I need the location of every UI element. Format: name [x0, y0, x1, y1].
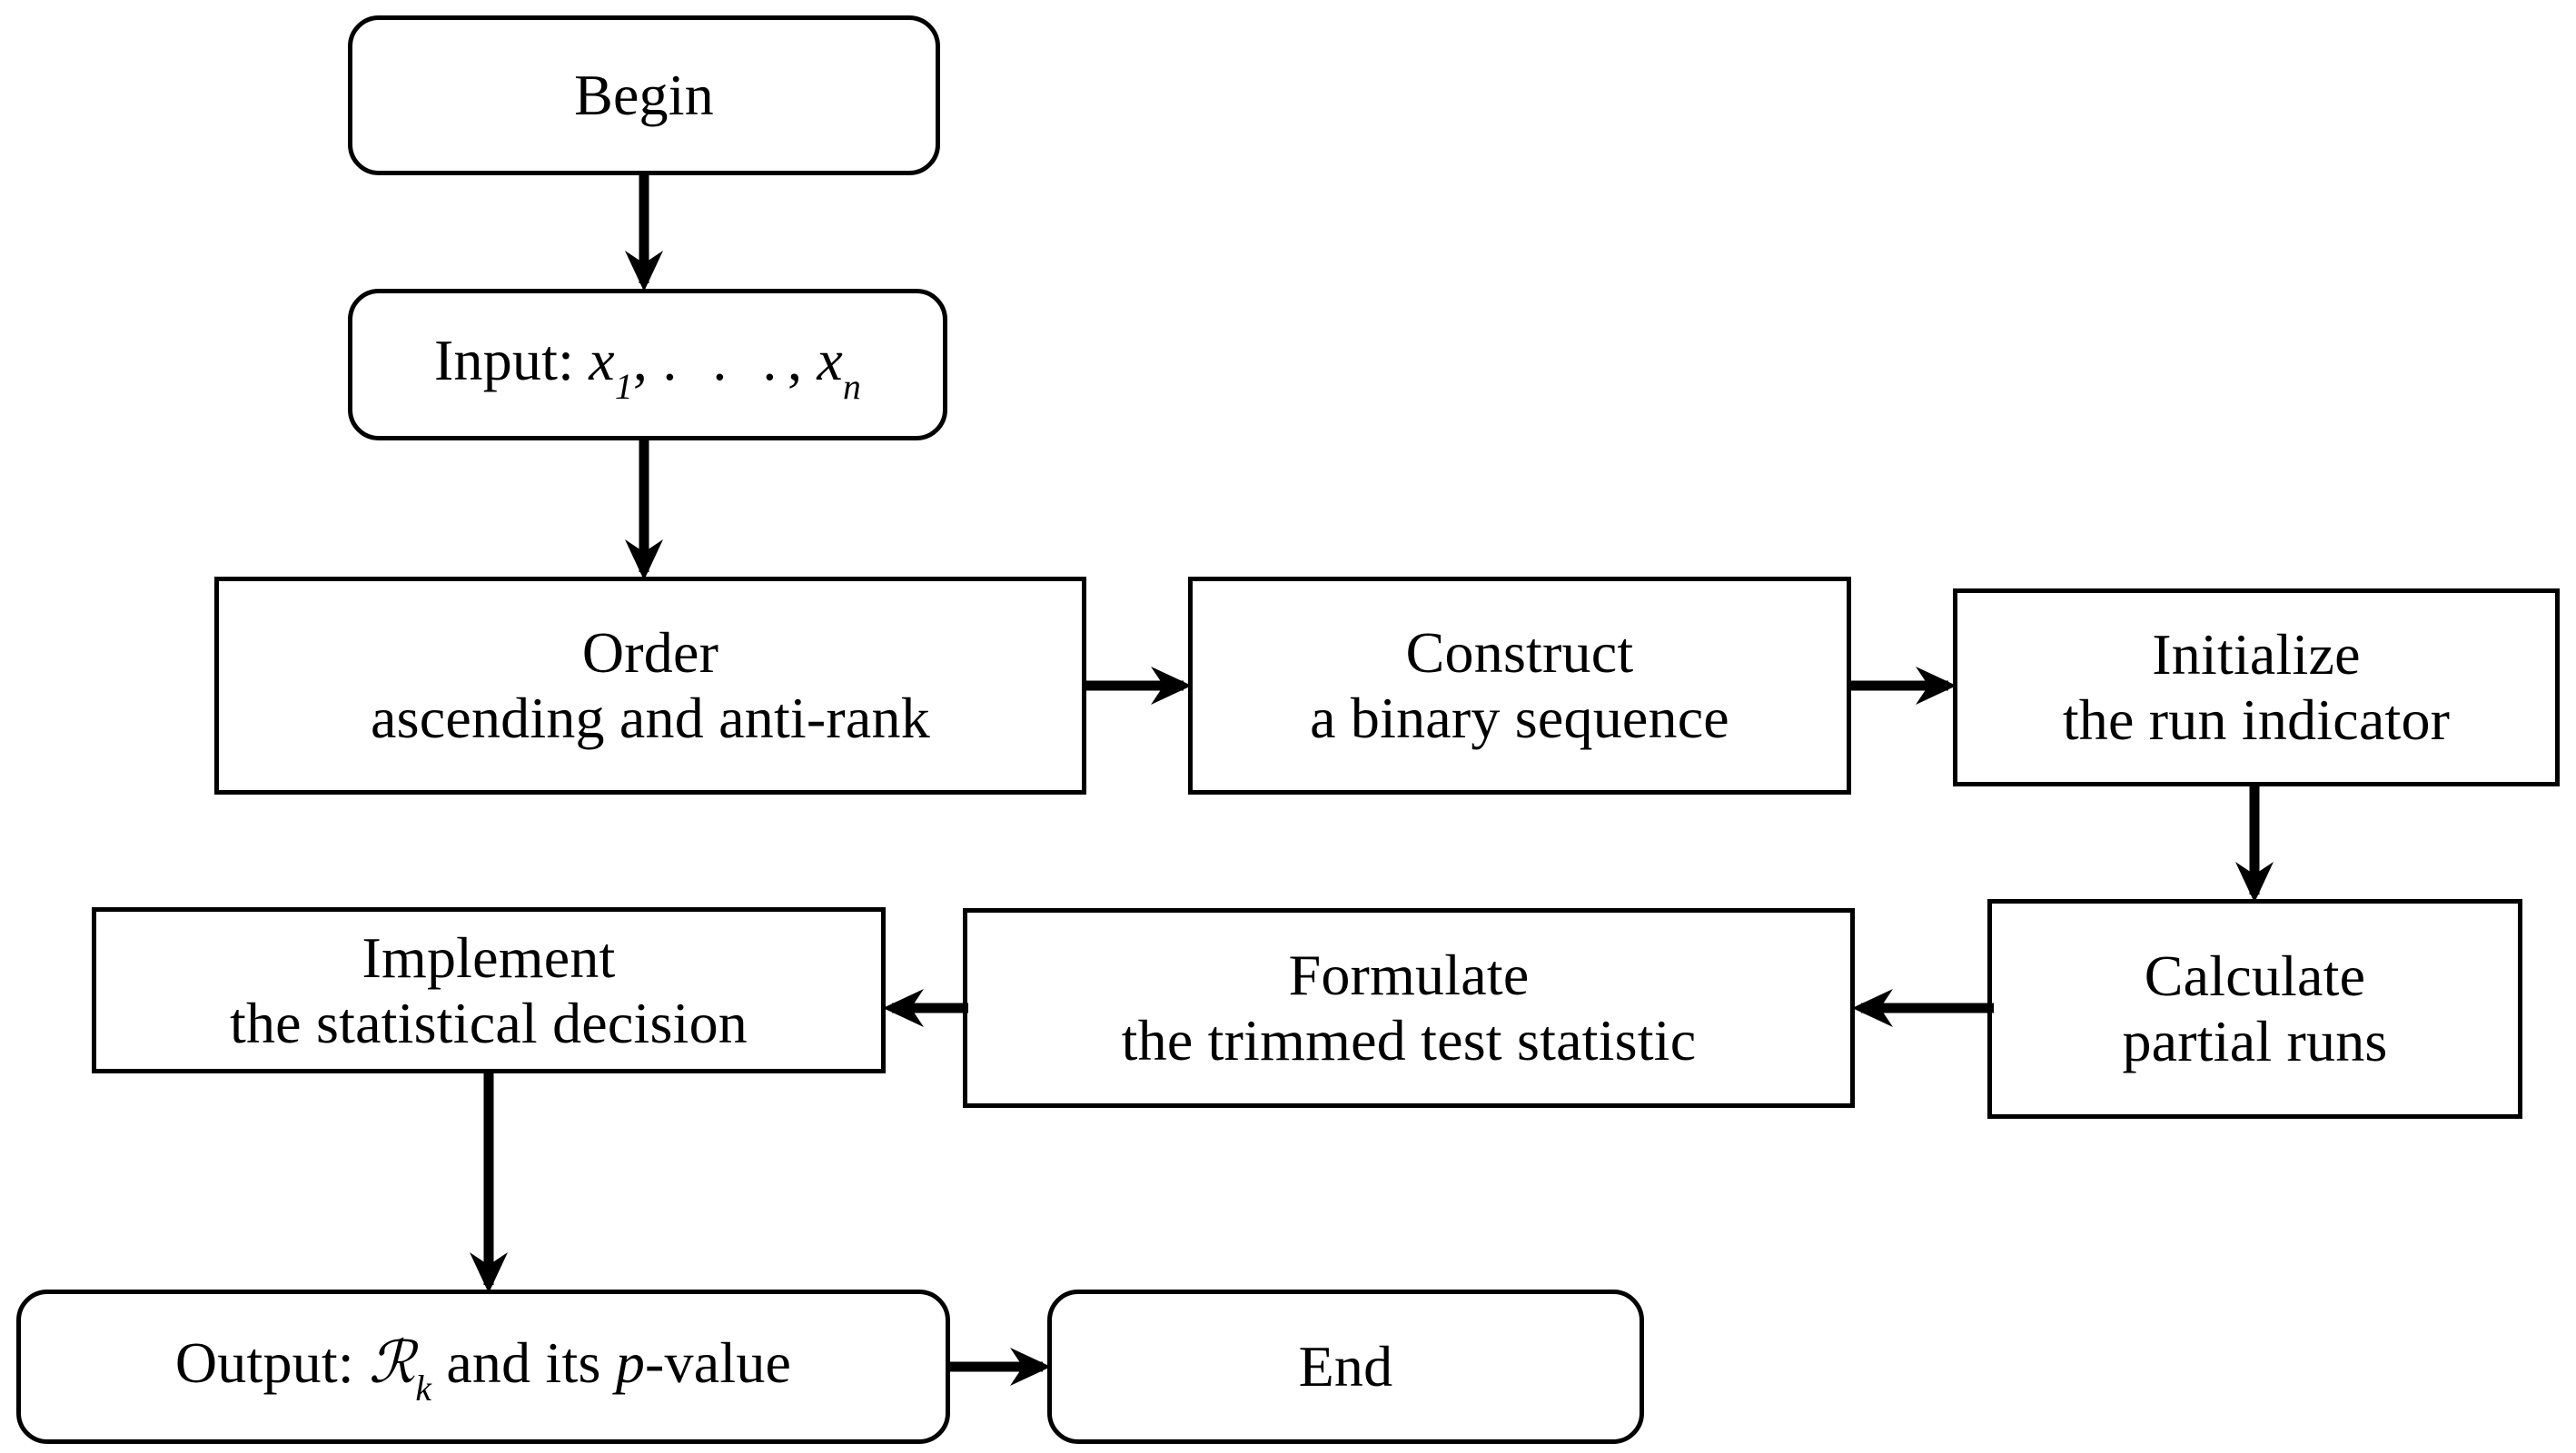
edge-begin-to-input [621, 171, 667, 294]
output-pvalue-var: p [615, 1329, 646, 1395]
input-label-prefix: Input: [433, 328, 575, 393]
input-sub-first: 1 [614, 366, 633, 407]
edge-initialize-to-calculate [2232, 782, 2277, 905]
input-node-label: Input: x1, . . ., xn [433, 328, 861, 407]
implement-node-line-1: Implement [362, 924, 616, 990]
end-node-label: End [1298, 1334, 1393, 1399]
calculate-node-line-1: Calculate [2144, 944, 2366, 1009]
initialize-node-line-2: the run indicator [2062, 687, 2451, 752]
output-statistic-subscript: k [415, 1369, 432, 1409]
calculate-node-line-2: partial runs [2122, 1009, 2388, 1073]
output-label-suffix: -value [645, 1329, 792, 1395]
construct-node-line-1: Construct [1405, 620, 1634, 686]
input-node[interactable]: Input: x1, . . ., xn [348, 289, 947, 440]
begin-node[interactable]: Begin [348, 15, 940, 175]
initialize-node[interactable]: Initialize the run indicator [1953, 588, 2560, 786]
output-label-middle: and its [446, 1329, 601, 1395]
edge-input-to-order [621, 436, 667, 583]
implement-node[interactable]: Implement the statistical decision [92, 907, 886, 1073]
edge-calculate-to-formulate [1850, 985, 1994, 1031]
edge-order-to-construct [1082, 663, 1194, 708]
order-node-line-2: ascending and anti-rank [371, 686, 930, 750]
formulate-node-line-1: Formulate [1288, 943, 1530, 1008]
begin-node-label: Begin [574, 63, 714, 128]
output-node[interactable]: Output: ℛk and its p-value [16, 1290, 950, 1444]
input-var-first: x [589, 328, 615, 393]
calculate-node[interactable]: Calculate partial runs [1987, 899, 2522, 1119]
output-node-label: Output: ℛk and its p-value [174, 1329, 792, 1409]
edge-formulate-to-implement [881, 985, 968, 1031]
input-var-last: x [817, 328, 843, 393]
formulate-node[interactable]: Formulate the trimmed test statistic [963, 908, 1855, 1108]
edge-implement-to-output [466, 1069, 511, 1296]
input-sub-last: n [842, 366, 861, 407]
construct-node-line-2: a binary sequence [1310, 686, 1729, 750]
construct-node[interactable]: Construct a binary sequence [1188, 577, 1851, 795]
order-node[interactable]: Order ascending and anti-rank [214, 577, 1086, 795]
end-node[interactable]: End [1047, 1290, 1644, 1444]
output-statistic-symbol: ℛ [369, 1329, 416, 1397]
implement-node-line-2: the statistical decision [230, 990, 748, 1055]
formulate-node-line-2: the trimmed test statistic [1121, 1008, 1697, 1072]
input-ellipsis: . . . [662, 328, 788, 393]
initialize-node-line-1: Initialize [2152, 622, 2361, 687]
order-node-line-1: Order [581, 620, 719, 686]
edge-output-to-end [946, 1344, 1054, 1389]
edge-construct-to-initialize [1847, 663, 1959, 708]
output-label-prefix: Output: [174, 1329, 354, 1395]
